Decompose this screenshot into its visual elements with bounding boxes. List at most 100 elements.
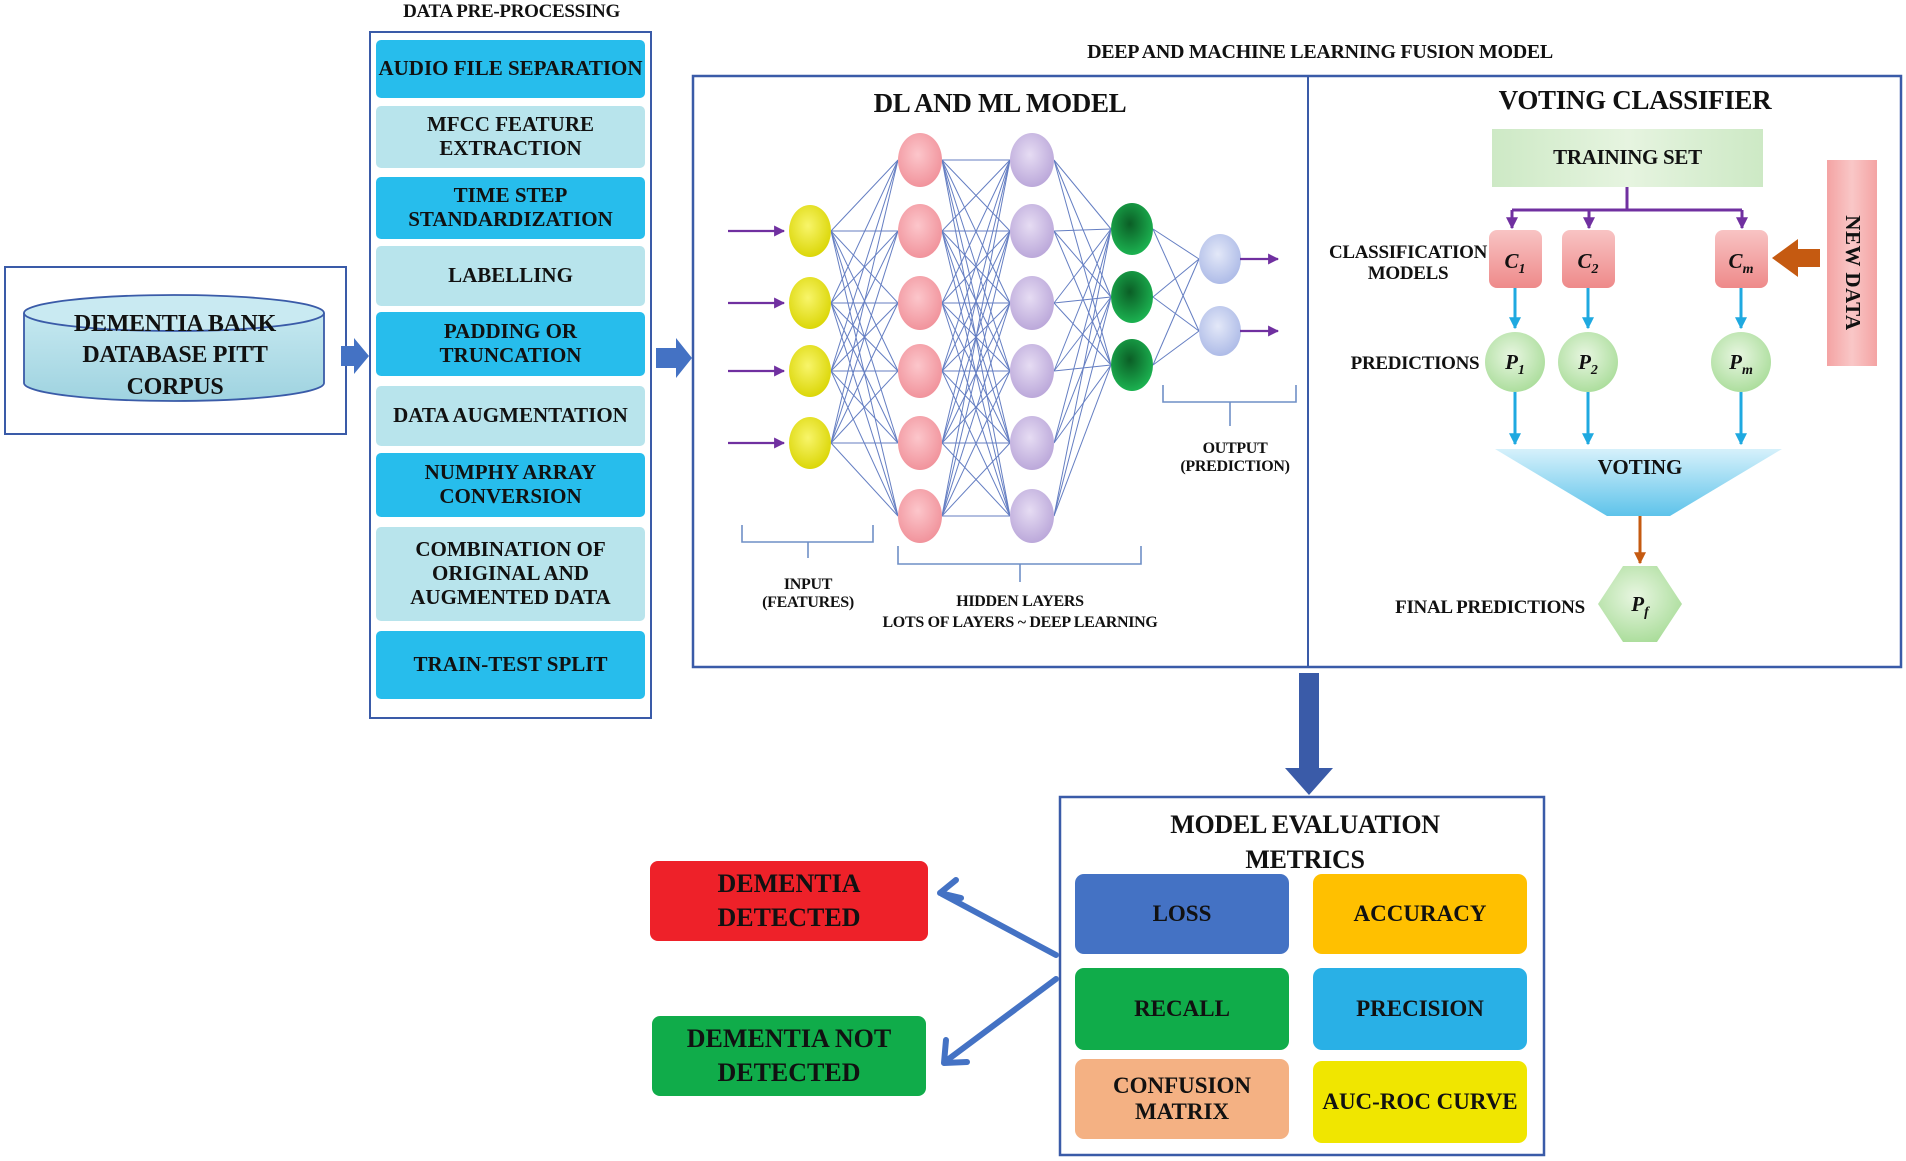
hidden-node-1 [898, 344, 942, 398]
metric-precision: PRECISION [1313, 968, 1527, 1050]
output-prediction-label: OUTPUT (PREDICTION) [1180, 440, 1290, 475]
network-edge [830, 159, 899, 372]
hidden-node-1 [898, 276, 942, 330]
network-edge [1053, 159, 1112, 230]
network-edge [1053, 159, 1112, 366]
network-edge [830, 370, 899, 444]
network-nodes [789, 133, 1241, 543]
metric-recall: RECALL [1075, 968, 1289, 1050]
hidden-node-1 [898, 204, 942, 258]
classifier-c2 [1562, 230, 1615, 288]
prediction-p2 [1558, 332, 1618, 392]
prediction-p1-label: P1 [1504, 350, 1525, 378]
evaluation-title: MODEL EVALUATION METRICS [1170, 809, 1440, 874]
dl-ml-model-title: DL AND ML MODEL [873, 87, 1127, 118]
network-edge [1152, 258, 1200, 366]
network-edge [830, 230, 899, 444]
arrow-preprocessing-to-fusion [656, 338, 692, 378]
network-edge [941, 370, 1011, 444]
output-node [1199, 234, 1241, 284]
step-labelling: LABELLING [376, 246, 645, 306]
hidden-node-2 [1010, 344, 1054, 398]
hidden-node-3 [1111, 339, 1153, 391]
classifier-c1 [1489, 230, 1542, 288]
network-edge [1152, 330, 1200, 366]
output-node [1199, 306, 1241, 356]
database-label: DEMENTIA BANK DATABASE PITT CORPUS [73, 311, 277, 400]
hidden-node-3 [1111, 203, 1153, 255]
input-features-label: INPUT (FEATURES) [762, 576, 854, 611]
network-edge [830, 302, 899, 517]
evaluation-to-outcome-arrows [937, 877, 1059, 1066]
input-node [789, 277, 831, 329]
prediction-p1 [1485, 332, 1545, 392]
metric-auc-roc-curve: AUC-ROC CURVE [1313, 1061, 1527, 1143]
network-edge [830, 159, 899, 232]
fusion-model-title: DEEP AND MACHINE LEARNING FUSION MODEL [1087, 40, 1553, 63]
network-edge [830, 159, 899, 304]
network-brackets [741, 385, 1297, 582]
step-time-step-standardization: TIME STEP STANDARDIZATION [376, 177, 645, 239]
network-edge [1053, 230, 1112, 366]
arrow-fusion-to-evaluation [1285, 673, 1333, 795]
step-data-augmentation: DATA AUGMENTATION [376, 386, 645, 446]
network-edge [1053, 159, 1112, 298]
classifier-c1-label: C1 [1504, 249, 1525, 277]
network-edge [941, 159, 1011, 444]
prediction-to-voting-arrows [1509, 392, 1747, 446]
final-predictions-label: FINAL PREDICTIONS [1395, 597, 1585, 619]
network-edge [1152, 296, 1200, 332]
step-numphy-array-conversion: NUMPHY ARRAY CONVERSION [376, 453, 645, 517]
preprocessing-title: DATA PRE-PROCESSING [403, 1, 620, 23]
input-node [789, 345, 831, 397]
hidden-node-1 [898, 489, 942, 543]
network-edge [1053, 364, 1112, 444]
prediction-pm [1711, 332, 1771, 392]
final-prediction-pf [1598, 566, 1682, 642]
new-data-label: NEW DATA [1840, 215, 1865, 331]
network-edge [1053, 364, 1112, 517]
prediction-pm-label: Pm [1728, 350, 1753, 378]
arrow-db-to-preprocessing [341, 338, 369, 374]
voting-funnel [1495, 449, 1782, 516]
training-distribution-lines [1506, 187, 1748, 230]
classifier-c2-label: C2 [1577, 249, 1598, 277]
hidden-node-2 [1010, 489, 1054, 543]
network-edge [1053, 230, 1112, 298]
network-edge [1053, 296, 1112, 372]
deep-learning-label: LOTS OF LAYERS ~ DEEP LEARNING [882, 614, 1158, 632]
input-node [789, 205, 831, 257]
training-set-label: TRAINING SET [1553, 145, 1702, 170]
classifier-cm [1715, 230, 1768, 288]
network-connections [830, 159, 1200, 517]
network-edge [1152, 228, 1200, 332]
metric-confusion-matrix: CONFUSION MATRIX [1075, 1059, 1289, 1139]
network-edge [1053, 228, 1112, 304]
network-edge [1152, 258, 1200, 298]
final-prediction-pf-label: Pf [1630, 592, 1650, 620]
classification-models-label: CLASSIFICATION MODELS [1328, 241, 1488, 284]
voting-classifier-title: VOTING CLASSIFIER [1498, 84, 1772, 115]
network-edge [1053, 228, 1112, 232]
network-edge [941, 442, 1011, 517]
network-edge [941, 302, 1011, 517]
training-set-box [1492, 129, 1763, 187]
network-edge [941, 159, 1011, 232]
network-edge [941, 159, 1011, 372]
outcome-dementia-detected: DEMENTIA DETECTED [650, 861, 928, 941]
step-padding-or-truncation: PADDING OR TRUNCATION [376, 312, 645, 376]
classifier-to-prediction-arrows [1509, 288, 1747, 330]
network-edge [830, 442, 899, 517]
hidden-node-2 [1010, 276, 1054, 330]
metric-loss: LOSS [1075, 874, 1289, 954]
prediction-p2-label: P2 [1577, 350, 1598, 378]
step-audio-file-separation: AUDIO FILE SEPARATION [376, 40, 645, 98]
network-edge [1053, 228, 1112, 517]
hidden-layers-label: HIDDEN LAYERS [956, 593, 1084, 611]
hidden-node-3 [1111, 271, 1153, 323]
step-train-test-split: TRAIN-TEST SPLIT [376, 631, 645, 699]
hidden-node-2 [1010, 204, 1054, 258]
input-node [789, 417, 831, 469]
network-edge [1053, 228, 1112, 372]
network-edge [1152, 228, 1200, 260]
